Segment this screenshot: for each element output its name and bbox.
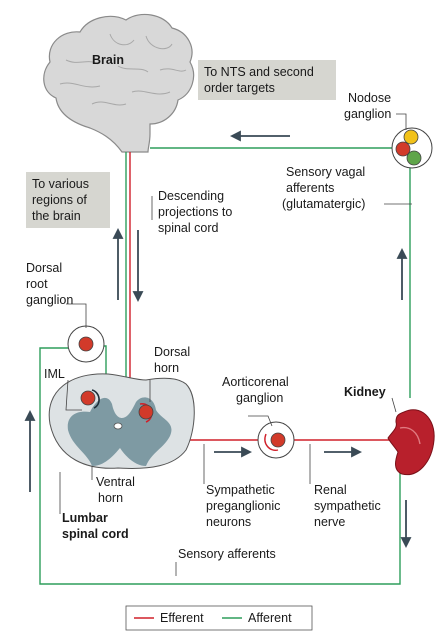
- nts-callout-box: [198, 60, 336, 100]
- lumbar-label-line2: spinal cord: [62, 527, 129, 541]
- symp-label-line3: neurons: [206, 515, 251, 529]
- iml-label: IML: [44, 367, 65, 381]
- dorsal-root-ganglion: [67, 325, 105, 363]
- arrow-down-right: [400, 500, 412, 549]
- aorticorenal-label-line1: Aorticorenal: [222, 375, 289, 389]
- arrow-up-right: [396, 247, 408, 300]
- nodose-red-neuron: [395, 141, 411, 157]
- dorsal-horn-neuron: [138, 404, 154, 420]
- kidney-label: Kidney: [344, 385, 386, 399]
- drg-label-line2: root: [26, 277, 48, 291]
- nts-label-line1: To NTS and second: [204, 65, 314, 79]
- dorsal-horn-label-line1: Dorsal: [154, 345, 190, 359]
- various-label-line1: To various: [32, 177, 89, 191]
- arrow-right-1: [214, 446, 253, 458]
- legend-afferent-label: Afferent: [248, 611, 292, 625]
- ventral-horn-label-line2: horn: [98, 491, 123, 505]
- nodose-label-line2: ganglion: [344, 107, 391, 121]
- legend: Efferent Afferent: [125, 605, 313, 631]
- brain-label: Brain: [92, 53, 124, 67]
- nodose-green-neuron: [406, 150, 422, 166]
- vagal-label-line1: Sensory vagal: [286, 165, 365, 179]
- various-callout-box: [26, 172, 110, 228]
- drg-neuron: [78, 336, 94, 352]
- renal-label-line2: sympathetic: [314, 499, 381, 513]
- brain-shape: [43, 13, 195, 153]
- desc-label-line1: Descending: [158, 189, 224, 203]
- vagal-label-line2: afferents: [286, 181, 334, 195]
- ventral-horn-label-line1: Ventral: [96, 475, 135, 489]
- kidney-shape: [387, 409, 435, 476]
- brain-gyri: [59, 33, 187, 106]
- iml-synapse: [91, 389, 100, 409]
- legend-box: [125, 605, 313, 631]
- arrow-left-top: [229, 130, 290, 142]
- desc-label-line3: spinal cord: [158, 221, 218, 235]
- spinal-cord-section: [48, 373, 195, 469]
- arrow-down-desc: [132, 230, 144, 303]
- brain-illustration: Brain: [43, 13, 195, 153]
- renal-label-line3: nerve: [314, 515, 345, 529]
- various-callout: To various regions of the brain: [26, 172, 110, 228]
- drg-label-line3: ganglion: [26, 293, 73, 307]
- aorticorenal-label-line2: ganglion: [236, 391, 283, 405]
- aorticorenal-neuron: [270, 432, 286, 448]
- sensory-afferent-loop: [39, 347, 401, 585]
- leader-lines: [59, 113, 412, 576]
- nts-callout: To NTS and second order targets: [198, 60, 336, 100]
- nodose-ganglion: [391, 127, 433, 169]
- various-label-line2: regions of: [32, 193, 87, 207]
- arrow-up-left: [112, 227, 124, 300]
- labels: Nodose ganglion Sensory vagal afferents …: [26, 91, 391, 561]
- nodose-label-line1: Nodose: [348, 91, 391, 105]
- desc-label-line2: projections to: [158, 205, 232, 219]
- arrow-right-2: [324, 446, 363, 458]
- nodose-yellow-neuron: [403, 129, 419, 145]
- flow-arrows: [24, 130, 412, 549]
- legend-efferent-label: Efferent: [160, 611, 204, 625]
- symp-label-line1: Sympathetic: [206, 483, 275, 497]
- various-label-line3: the brain: [32, 209, 81, 223]
- aorticorenal-ganglion: [257, 421, 295, 459]
- symp-label-line2: preganglionic: [206, 499, 280, 513]
- sensory-afferents-label: Sensory afferents: [178, 547, 276, 561]
- arrow-up-far-left: [24, 409, 36, 492]
- renal-label-line1: Renal: [314, 483, 347, 497]
- lumbar-label-line1: Lumbar: [62, 511, 108, 525]
- vagal-label-line3: (glutamatergic): [282, 197, 365, 211]
- drg-label-line1: Dorsal: [26, 261, 62, 275]
- central-canal: [113, 422, 123, 430]
- dorsal-horn-label-line2: horn: [154, 361, 179, 375]
- nts-label-line2: order targets: [204, 81, 275, 95]
- kidney-illustration: [387, 409, 435, 476]
- iml-neuron: [80, 390, 96, 406]
